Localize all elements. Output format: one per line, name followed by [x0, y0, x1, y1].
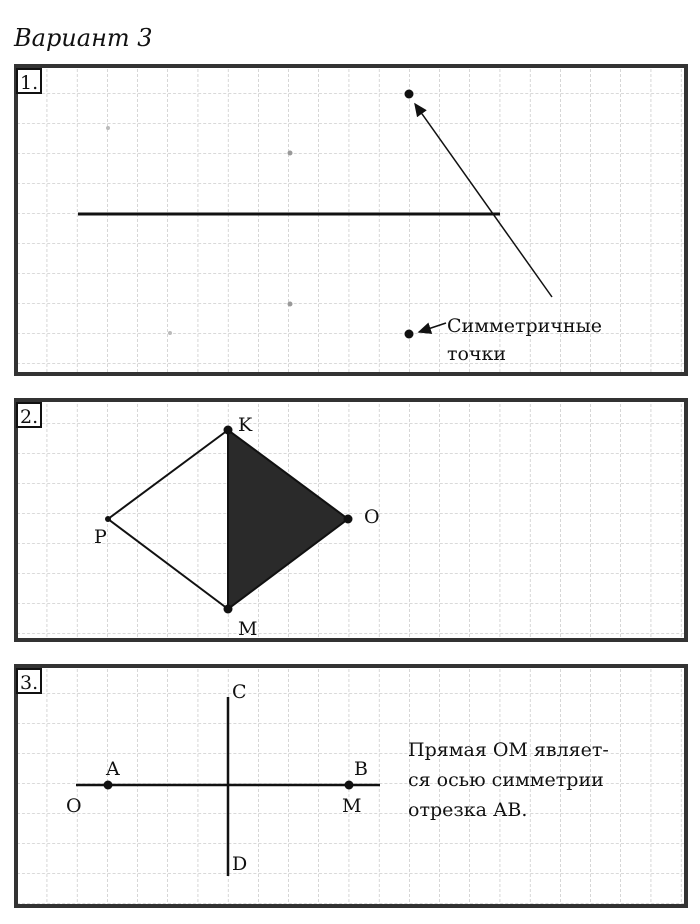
task-number: 1.	[20, 72, 38, 94]
label-o: O	[364, 506, 380, 528]
faint-point	[287, 301, 293, 307]
task-number-box	[16, 668, 42, 694]
arrow-to-bottom-point	[417, 322, 447, 334]
task-2-panel: 2. K O M P	[14, 398, 688, 642]
point-p	[105, 516, 111, 522]
task-number-box	[16, 402, 42, 428]
caption-line: Прямая ОМ являет-	[408, 739, 609, 761]
faint-point	[106, 126, 110, 130]
point-k	[223, 425, 233, 435]
caption-line: ся осью симметрии	[408, 769, 604, 791]
shaded-triangle-kom	[227, 428, 350, 611]
point-top	[404, 89, 414, 99]
faint-point	[168, 331, 172, 335]
task-3-panel: 3. C D A B O M Прямая ОМ являет- ся осью…	[14, 664, 688, 908]
label-k: K	[238, 414, 253, 436]
label-m: M	[342, 795, 361, 817]
caption-line: отрезка АВ.	[408, 799, 527, 821]
point-a	[103, 780, 113, 790]
task-number-box	[16, 68, 42, 94]
label-p: P	[94, 526, 107, 548]
point-m	[223, 604, 233, 614]
label-a: A	[105, 758, 120, 780]
faint-point	[287, 150, 293, 156]
point-o	[343, 514, 353, 524]
point-b	[344, 780, 354, 790]
task-1-panel: 1. Симметричные точки	[14, 64, 688, 376]
point-bottom	[404, 329, 414, 339]
caption-line: точки	[447, 343, 506, 365]
variant-title: Вариант 3	[13, 24, 153, 52]
task-number: 2.	[20, 406, 38, 428]
label-d: D	[232, 853, 247, 875]
task-number: 3.	[20, 672, 38, 694]
label-m: M	[238, 618, 257, 640]
arrow-to-top-point	[414, 102, 553, 298]
label-b: B	[354, 758, 368, 780]
label-c: C	[232, 681, 247, 703]
label-o: O	[66, 795, 82, 817]
caption-line: Симметричные	[447, 315, 602, 337]
